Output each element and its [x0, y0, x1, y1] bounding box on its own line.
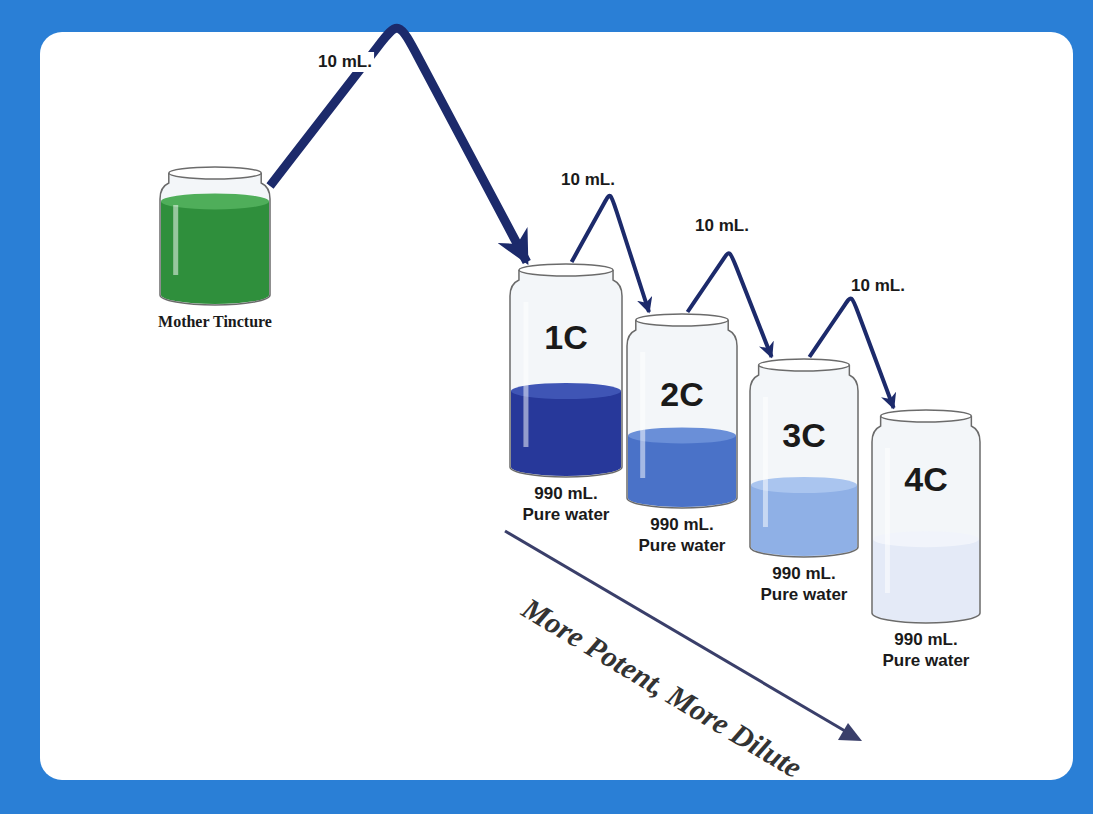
volume-label: 10 mL.	[559, 170, 617, 190]
jar-rim	[519, 264, 613, 276]
glass-shine	[763, 397, 768, 527]
jar-glass	[160, 173, 270, 305]
jar-glass	[510, 270, 622, 477]
volume-label: 10 mL.	[316, 52, 374, 72]
jar-glass	[627, 320, 737, 508]
jar-glass-outline	[510, 270, 622, 477]
jar-outline	[872, 408, 980, 623]
dilution-label: 2C	[627, 375, 737, 414]
jar-node: Mother Tincture	[160, 165, 270, 305]
jar-glass-outline	[872, 416, 980, 623]
glass-shine	[523, 302, 528, 447]
dilution-label: 1C	[510, 318, 622, 357]
jar-rim	[169, 167, 261, 179]
glass-shine	[885, 448, 890, 593]
volume-label: 10 mL.	[693, 216, 751, 236]
jar-caption: 990 mL. Pure water	[633, 514, 731, 556]
jar-caption: 990 mL. Pure water	[755, 563, 853, 605]
dilution-label: 4C	[872, 459, 980, 498]
jar-glass-outline	[750, 365, 858, 557]
trend-arrow-head	[838, 723, 862, 741]
jar-rim	[636, 314, 728, 326]
jar-outline	[510, 262, 622, 477]
dilution-label: 3C	[750, 416, 858, 455]
transfer-arrow	[270, 28, 527, 262]
jar-node: 4C990 mL. Pure water	[872, 408, 980, 623]
jar-glass	[750, 365, 858, 557]
jar-glass-outline	[627, 320, 737, 508]
jar-node: 2C990 mL. Pure water	[627, 312, 737, 508]
jar-node: 1C990 mL. Pure water	[510, 262, 622, 477]
jar-rim	[759, 359, 850, 371]
jar-caption: Mother Tincture	[158, 311, 272, 332]
jar-glass	[872, 416, 980, 623]
jar-outline	[750, 357, 858, 557]
glass-shine	[640, 352, 645, 478]
volume-label: 10 mL.	[849, 276, 907, 296]
jar-caption: 990 mL. Pure water	[517, 483, 615, 525]
jar-rim	[881, 410, 972, 422]
white-panel	[40, 32, 1073, 780]
jar-caption: 990 mL. Pure water	[877, 629, 975, 671]
jar-outline	[160, 165, 270, 305]
jar-node: 3C990 mL. Pure water	[750, 357, 858, 557]
jar-glass-outline	[160, 173, 270, 305]
liquid	[161, 201, 269, 304]
glass-shine	[173, 205, 178, 275]
